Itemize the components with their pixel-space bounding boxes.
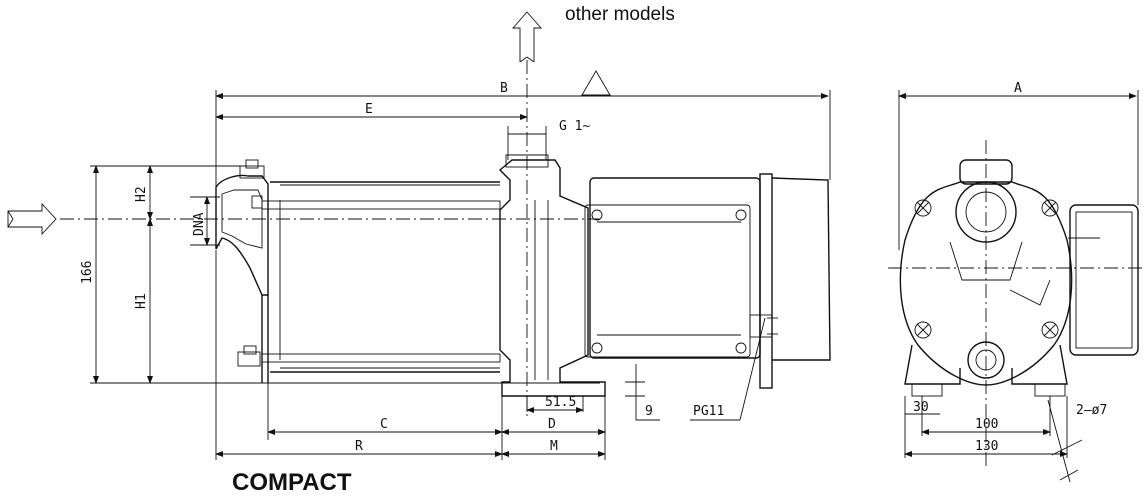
label-H2: H2 xyxy=(134,186,149,202)
pump-suction-head xyxy=(215,159,269,383)
label-holes: 2–ø7 xyxy=(1076,403,1107,418)
label-51-5: 51.5 xyxy=(545,395,576,410)
leader-PG11 xyxy=(739,317,766,421)
caption-compact: COMPACT xyxy=(232,469,352,496)
label-R: R xyxy=(355,439,363,454)
label-D: D xyxy=(548,417,556,432)
front-view xyxy=(888,90,1143,483)
label-30: 30 xyxy=(913,400,929,415)
label-100: 100 xyxy=(975,417,998,432)
label-E: E xyxy=(365,102,373,117)
leader-holes xyxy=(1047,399,1071,483)
pump-discharge-body xyxy=(498,154,606,397)
other-models-note: other models xyxy=(565,4,675,25)
terminal-box xyxy=(1069,204,1139,356)
pump-motor xyxy=(584,173,831,389)
outlet-flow-arrow-icon xyxy=(512,11,542,63)
label-9: 9 xyxy=(645,404,653,419)
label-130: 130 xyxy=(975,439,998,454)
label-H1: H1 xyxy=(134,293,149,309)
label-C: C xyxy=(380,417,388,432)
inlet-flow-arrow-icon xyxy=(7,202,57,236)
label-G: G 1∼ xyxy=(559,119,590,134)
label-A: A xyxy=(1014,81,1022,96)
label-B: B xyxy=(500,81,508,96)
side-view xyxy=(7,11,831,460)
label-DNA: DNA xyxy=(192,212,207,236)
label-PG11: PG11 xyxy=(693,404,724,419)
triangle-marker-icon xyxy=(581,70,611,96)
label-M: M xyxy=(550,439,558,454)
label-166: 166 xyxy=(80,261,95,284)
pump-body-tube xyxy=(261,181,501,373)
